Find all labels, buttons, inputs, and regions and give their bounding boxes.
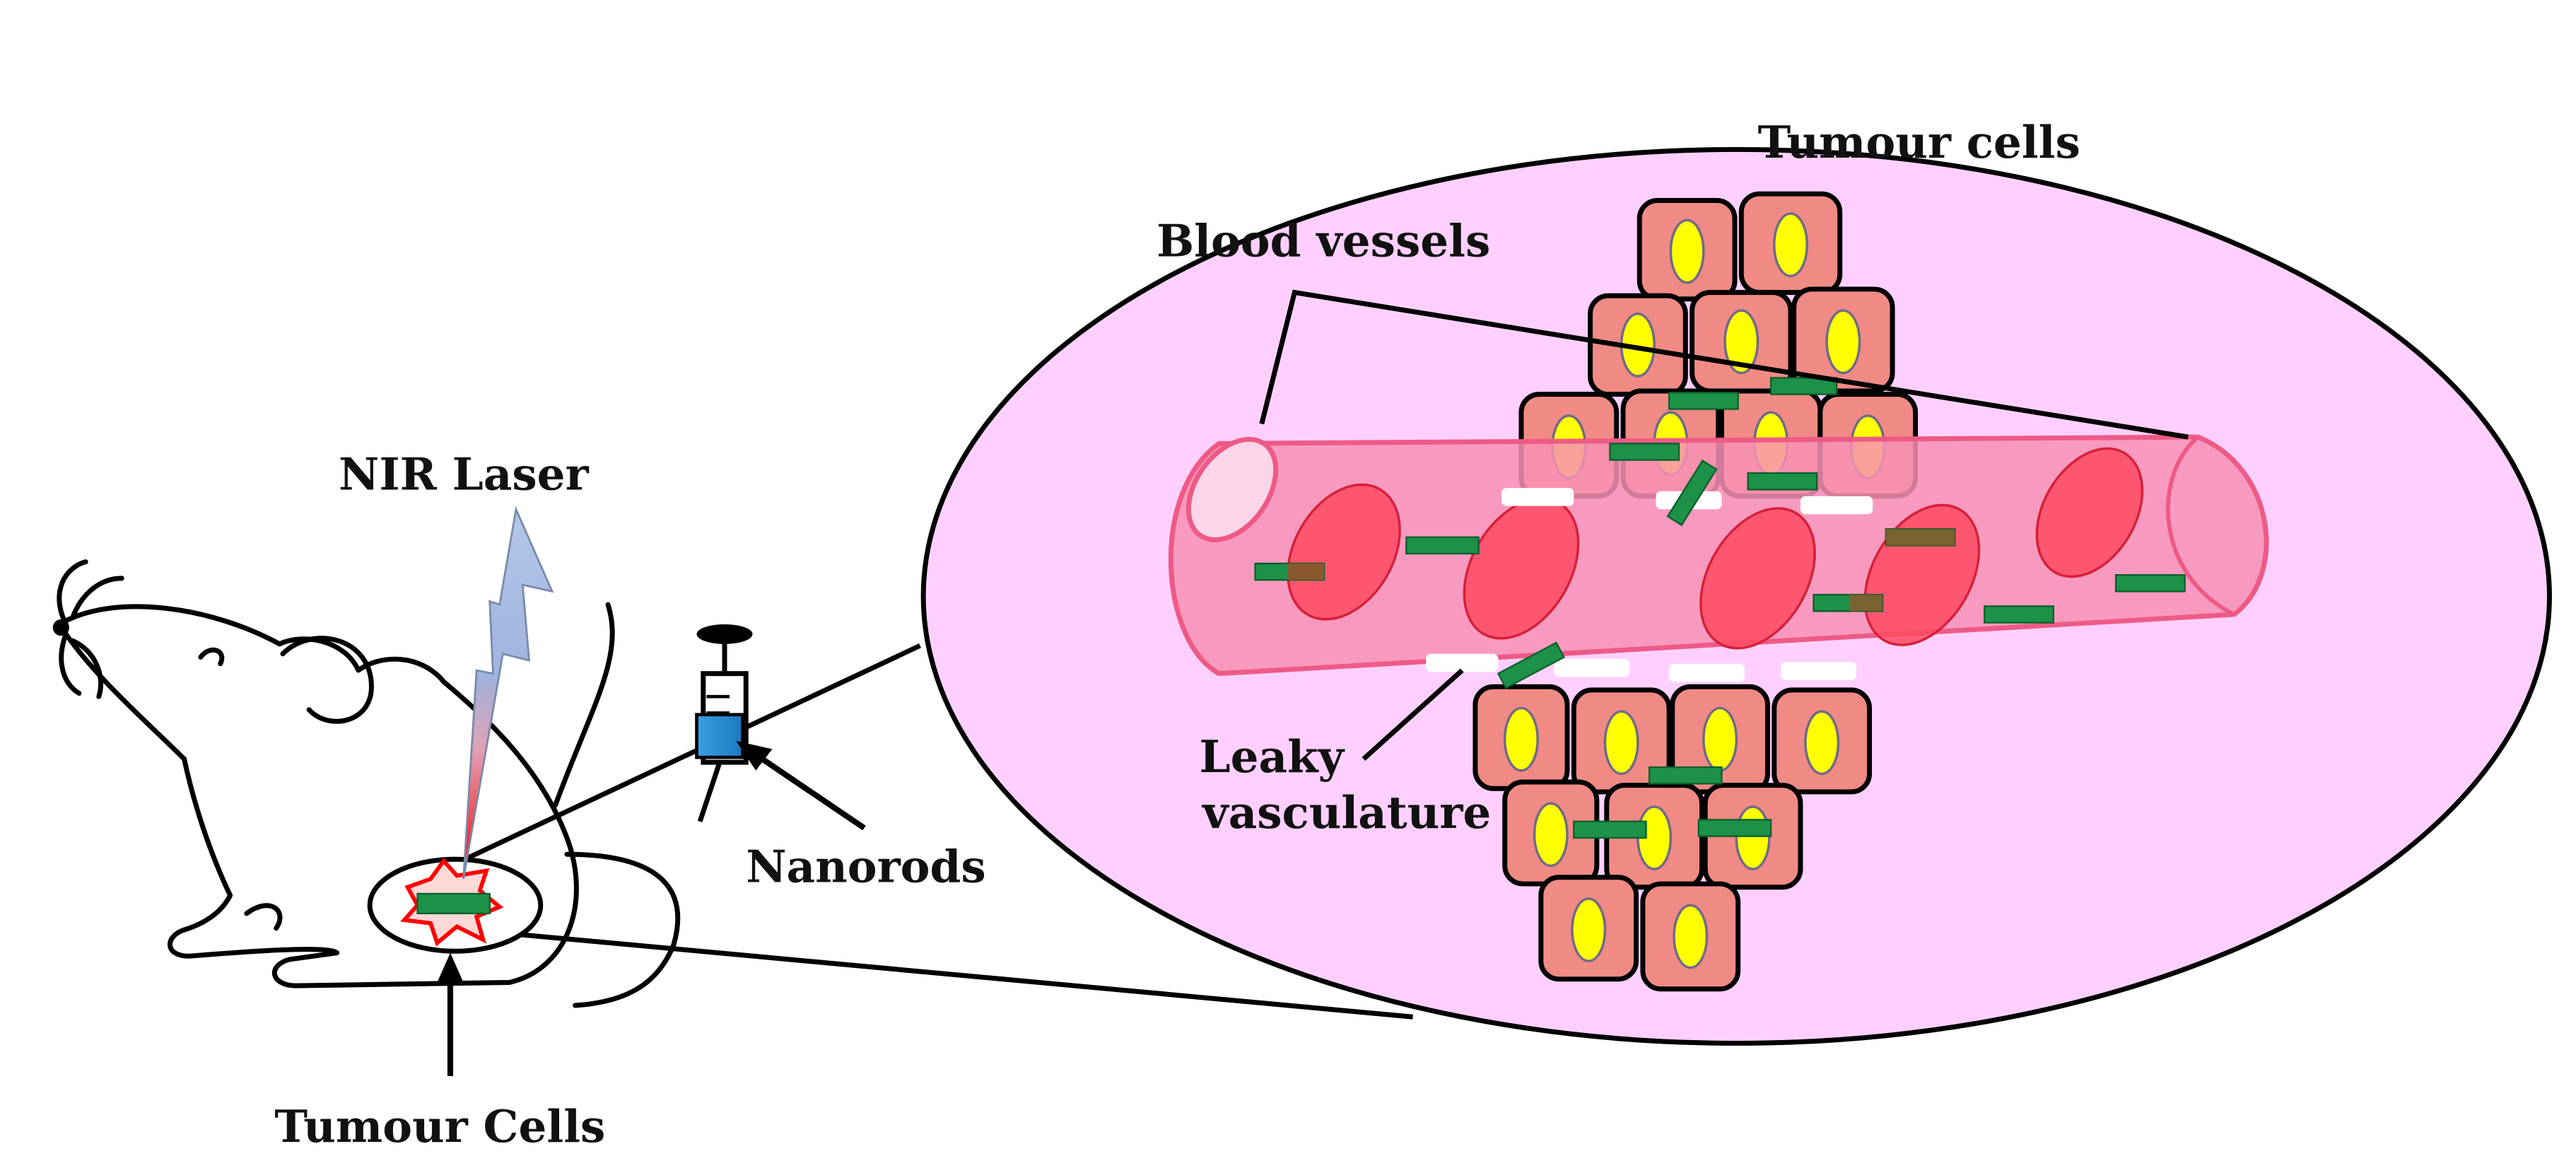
nanorods-label: Nanorods — [746, 841, 985, 893]
nanorod — [1609, 443, 1680, 461]
vessel-gaps — [1426, 488, 1873, 682]
tumour-cell — [1637, 197, 1738, 302]
nanorod — [1649, 766, 1723, 785]
tumour-cell — [1588, 293, 1688, 397]
arrow-head-icon — [437, 952, 464, 983]
tumour-cell — [1772, 687, 1873, 795]
nanorod — [1697, 819, 1772, 837]
lightning-bolt-icon — [462, 506, 554, 880]
nanorod-in-cell — [1885, 529, 1955, 546]
arrow-head-icon — [736, 740, 773, 771]
nanorod — [1405, 536, 1480, 555]
tumour-cell — [1791, 286, 1895, 394]
tumour-cell — [1473, 684, 1570, 791]
nanorod-in-cell — [1288, 563, 1325, 580]
nanorod — [1573, 820, 1647, 839]
tumour-cells-bottom-label: Tumour Cells — [274, 1100, 605, 1152]
nanorod — [1984, 605, 2054, 624]
nanorod — [2114, 574, 2186, 593]
tumour-cell-cluster-top — [1518, 191, 1919, 499]
nir-laser-label: NIR Laser — [339, 448, 590, 500]
blood-vessels-pointer — [1259, 289, 2189, 440]
tumour-cells-label: Tumour cells — [1758, 116, 2080, 168]
nanorod — [1666, 459, 1718, 527]
tumour-cell — [1738, 191, 1843, 296]
nanorods-arrow — [751, 749, 866, 831]
nanorod — [1668, 392, 1739, 410]
nanorod — [1497, 641, 1565, 689]
mouse-icon — [57, 559, 681, 1008]
leaky-label-line2: vasculature — [1201, 786, 1491, 839]
tumour-cell — [1538, 875, 1639, 982]
nanorods — [1254, 377, 2186, 839]
tumour-cell — [1502, 779, 1600, 887]
leaky-vasculature-pointer — [1362, 668, 1464, 761]
zoom-connector-top — [439, 643, 922, 873]
tumour-cell — [1640, 881, 1741, 992]
nanorod — [416, 892, 491, 915]
zoom-connector-bottom — [504, 930, 1413, 1020]
nanorod — [1769, 377, 1838, 395]
nanorod-in-cell — [1849, 595, 1883, 612]
tumour-cell — [1690, 290, 1793, 394]
syringe-icon — [695, 624, 753, 822]
blood-vessels-label: Blood vessels — [1157, 214, 1490, 267]
mouse-nose — [52, 619, 69, 636]
tumour-site — [367, 856, 544, 954]
nanorod — [1747, 472, 1818, 491]
tumour-cell — [1571, 687, 1672, 795]
leaky-label-line1: Leaky — [1200, 730, 1345, 783]
